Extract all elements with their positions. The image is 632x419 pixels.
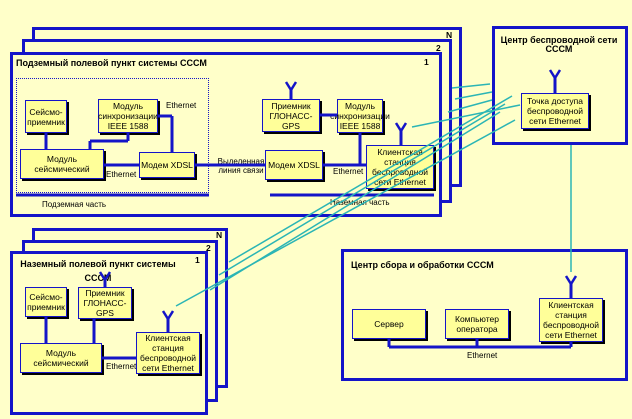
ground-client-station: Клиентская станция беспроводной сети Eth… [136,332,200,374]
ground-seismo-receiver: Сейсмо-приемник [25,287,67,317]
underground-frame-1 [10,52,442,217]
processing-center-title: Центр сбора и обработки СССМ [351,260,494,270]
ground-index-2: 2 [206,243,211,253]
ground-index-n: N [216,230,223,240]
access-point: Точка доступа беспроводной сети Ethernet [521,93,589,129]
underground-title: Подземный полевой пункт системы СССМ [16,58,207,68]
underground-ethernet-mid: Ethernet [106,170,137,179]
underground-seismic-module: Модуль сейсмический [20,149,104,179]
leased-line-label: Выделенная линия связи [217,157,265,175]
underground-ethernet-right: Ethernet [333,167,364,176]
underground-index-1: 1 [424,57,429,67]
underground-part-label: Подземная часть [42,200,107,209]
ground-part-label: Наземная часть [330,198,390,207]
underground-index-n: N [446,30,453,40]
ground-glonass-receiver: Приемник ГЛОНАСС-GPS [78,287,132,319]
antenna-icons [98,69,578,322]
processing-ethernet: Ethernet [467,351,498,360]
wireless-center-title: Центр беспроводной сети СССМ [500,35,618,54]
ground-index-1: 1 [195,255,200,265]
underground-sync-module: Модуль синхронизации IEEE 1588 [98,99,158,133]
underground-modem-left: Модем XDSL [139,152,195,178]
underground-part-area [16,78,209,193]
underground-ethernet-top: Ethernet [166,101,197,110]
server: Сервер [352,309,426,339]
ground-ethernet: Ethernet [106,362,137,371]
ground-seismic-module: Модуль сейсмический [20,343,102,373]
underground-index-2: 2 [436,43,441,53]
wireless-links [175,83,572,307]
underground-glonass-receiver: Приемник ГЛОНАСС-GPS [262,99,320,132]
processing-client-station: Клиентская станция беспроводной сети Eth… [539,298,603,342]
ground-title: Наземный полевой пункт системы СССМ [20,259,176,283]
operator-computer: Компьютер оператора [445,309,509,339]
underground-modem-right: Модем XDSL [265,150,323,180]
underground-seismo-receiver: Сейсмо-приемник [25,100,67,133]
underground-sync-module-2: Модуль синхронизации IEEE 1588 [330,99,390,133]
